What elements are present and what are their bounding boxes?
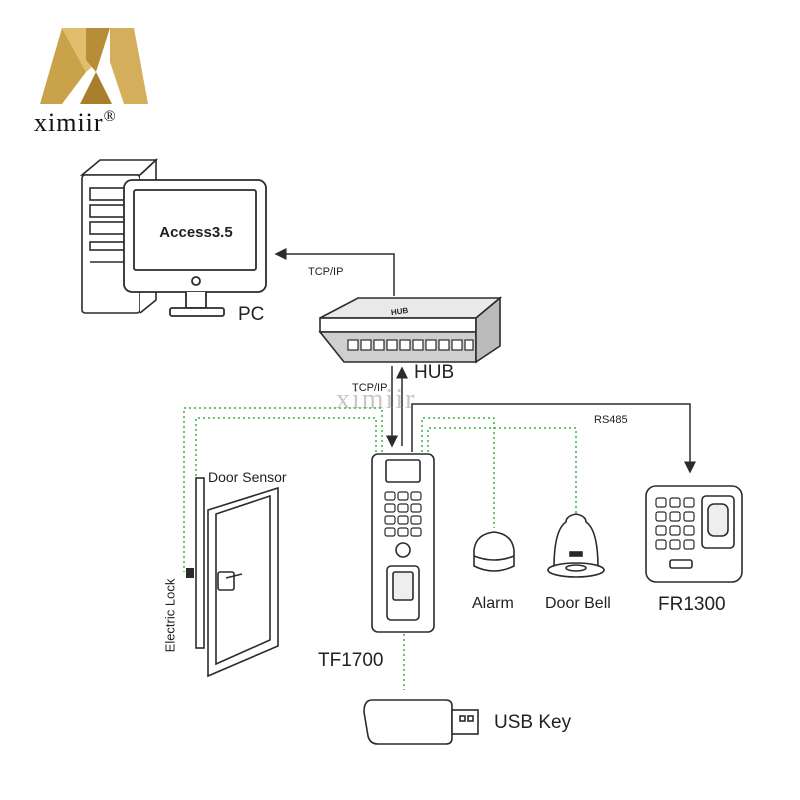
dotted-wiring	[183, 407, 577, 690]
watermark-text: ximiir	[336, 384, 417, 415]
pc-label: PC	[238, 304, 265, 325]
door-bell-label: Door Bell	[545, 595, 611, 612]
alarm-icon	[473, 531, 515, 572]
ximiir-logo-icon	[40, 28, 148, 104]
brand-text: ximiir	[34, 108, 104, 137]
pc-monitor-icon	[123, 179, 267, 317]
door-bell-icon	[547, 513, 605, 578]
tcpip-bottom-label: TCP/IP	[352, 382, 388, 394]
hub-body-text: HUB	[390, 306, 409, 317]
rs485-connection	[411, 403, 696, 474]
fr1300-reader-icon	[645, 485, 743, 583]
alarm-label: Alarm	[472, 595, 514, 612]
hub-icon	[318, 296, 503, 364]
pc-hub-connection	[274, 248, 395, 296]
hub-label: HUB	[414, 362, 455, 383]
electric-lock-label: Electric Lock	[162, 578, 178, 653]
tcpip-top-label: TCP/IP	[308, 266, 344, 278]
monitor-screen-text: Access3.5	[159, 224, 232, 241]
usb-key-label: USB Key	[494, 712, 572, 733]
brand-name: ximiir®	[34, 108, 117, 138]
usb-key-icon	[363, 699, 479, 745]
electric-lock-icon	[186, 568, 194, 578]
terminal-label: TF1700	[318, 650, 384, 671]
door-icon	[195, 477, 279, 678]
reader-label: FR1300	[658, 594, 726, 615]
rs485-label: RS485	[594, 414, 628, 426]
terminal-device-icon	[371, 453, 435, 633]
registered-mark: ®	[103, 108, 117, 125]
door-sensor-label: Door Sensor	[208, 469, 287, 485]
